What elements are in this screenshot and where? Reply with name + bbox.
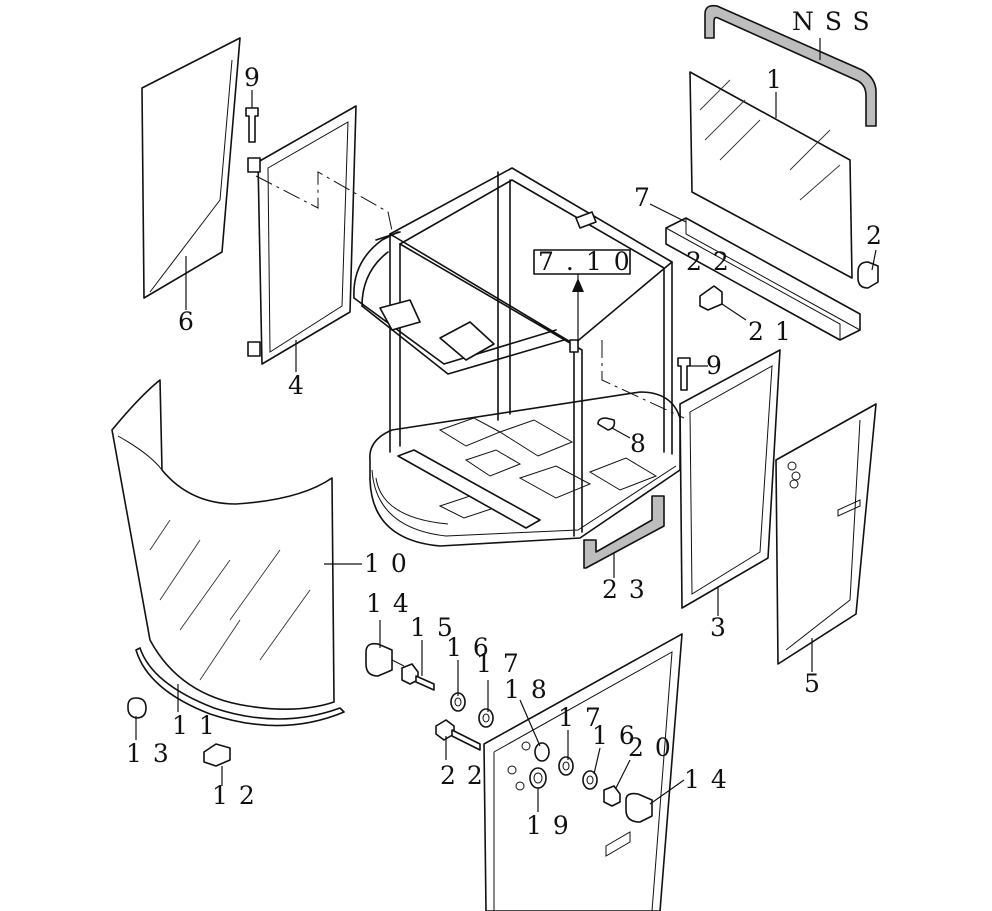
glass-panel-1: [689, 71, 853, 279]
callout-23: 23: [602, 575, 656, 604]
callout-6: 6: [178, 307, 205, 336]
callout-22-top: 22: [686, 247, 740, 276]
callout-16-left: 16: [446, 633, 500, 662]
callout-13: 13: [126, 739, 180, 768]
cab-frame: [353, 167, 681, 547]
block-part-12: [203, 743, 231, 767]
callout-2: 2: [866, 221, 893, 250]
knob-part-2: [857, 261, 879, 289]
cap-part-13: [127, 697, 147, 719]
reference-label: 7.10: [538, 247, 642, 276]
door-frame-3: [679, 349, 781, 609]
door-glass-20: [483, 633, 683, 911]
nss-label: NSS: [792, 7, 881, 36]
callout-11: 11: [172, 711, 226, 740]
nss-handle-part: [704, 4, 877, 127]
callout-16-right: 16: [592, 721, 646, 750]
callout-4: 4: [288, 371, 315, 400]
callout-9-right: 9: [706, 351, 733, 380]
callout-14-right: 14: [684, 765, 738, 794]
door-frame-4: [257, 105, 357, 365]
callout-21: 21: [748, 317, 802, 346]
leader-lines: [135, 38, 877, 812]
door-hardware: [365, 642, 653, 823]
callout-3: 3: [710, 613, 737, 642]
clip-part-21: [699, 285, 723, 311]
bolt-part-9-right: [677, 357, 691, 391]
callout-7: 7: [634, 183, 661, 212]
clip-part-8: [597, 417, 616, 431]
rubber-strip-11: [135, 647, 345, 727]
callout-17-right: 17: [558, 703, 612, 732]
callout-5: 5: [804, 669, 831, 698]
callout-8: 8: [630, 429, 657, 458]
bolt-part-9-left: [245, 107, 259, 143]
callout-14-left: 14: [366, 589, 420, 618]
callout-18: 18: [504, 675, 558, 704]
callout-9-left: 9: [244, 63, 271, 92]
glass-panel-5: [775, 403, 877, 665]
callout-10: 10: [364, 549, 418, 578]
glass-panel-10: [111, 379, 335, 710]
glass-panel-6: [141, 37, 241, 299]
callout-12: 12: [212, 781, 266, 810]
callout-17-left: 17: [476, 649, 530, 678]
callout-19: 19: [526, 811, 580, 840]
callout-15: 15: [410, 613, 464, 642]
rubber-part-23: [583, 495, 665, 569]
callout-22-bottom: 22: [440, 761, 494, 790]
reference-box: [533, 249, 631, 275]
callout-1: 1: [766, 65, 793, 94]
callout-20: 20: [628, 733, 682, 762]
